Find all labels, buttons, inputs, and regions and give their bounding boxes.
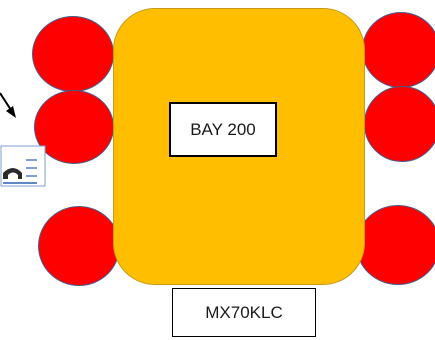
arrow-down-right-icon — [0, 92, 16, 118]
format-handle-icon[interactable] — [0, 145, 46, 187]
seat-right-bottom — [356, 205, 435, 285]
seat-right-top — [362, 12, 435, 88]
table-name-text: BAY 200 — [190, 119, 256, 139]
table-name-label: BAY 200 — [169, 102, 277, 157]
vehicle-plate-text: MX70KLC — [205, 302, 283, 322]
seat-left-top — [32, 16, 114, 92]
vehicle-plate-label: MX70KLC — [172, 288, 316, 337]
seat-right-middle — [364, 86, 435, 162]
seat-left-middle — [34, 90, 114, 164]
seat-left-bottom — [38, 206, 120, 286]
